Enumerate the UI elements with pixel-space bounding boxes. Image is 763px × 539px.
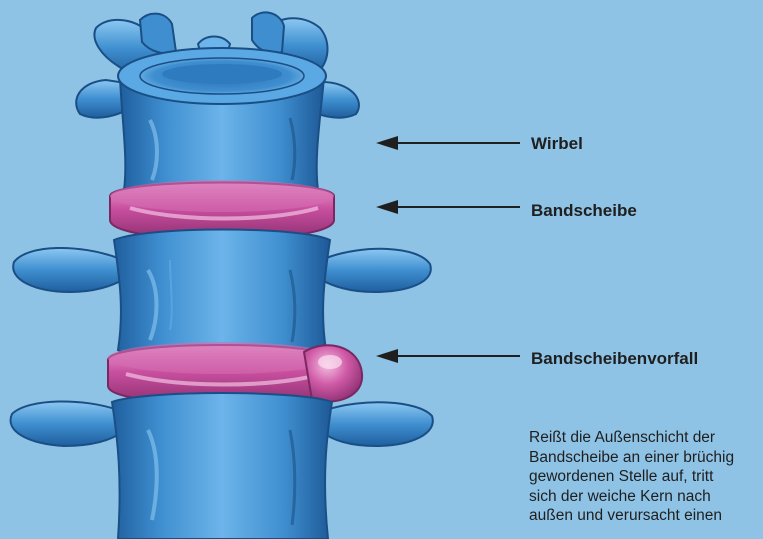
description-line: gewordenen Stelle auf, tritt (529, 467, 763, 487)
label-vertebra: Wirbel (531, 134, 583, 154)
disc-herniation-bulge (304, 345, 362, 401)
description-line: Reißt die Außenschicht der (529, 428, 763, 448)
description-line: sich der weiche Kern nach (529, 487, 763, 507)
arrow-vertebra (376, 136, 520, 150)
arrow-shaft (394, 355, 520, 357)
description-line: Bandscheibe an einer brüchig (529, 448, 763, 468)
arrow-herniation (376, 349, 520, 363)
label-herniation: Bandscheibenvorfall (531, 349, 698, 369)
arrow-shaft (394, 206, 520, 208)
arrow-disc (376, 200, 520, 214)
description-text: Reißt die Außenschicht der Bandscheibe a… (529, 428, 763, 526)
arrow-shaft (394, 142, 520, 144)
label-disc: Bandscheibe (531, 201, 637, 221)
bottom-vertebra (11, 393, 433, 539)
description-line: außen und verursacht einen (529, 506, 763, 526)
